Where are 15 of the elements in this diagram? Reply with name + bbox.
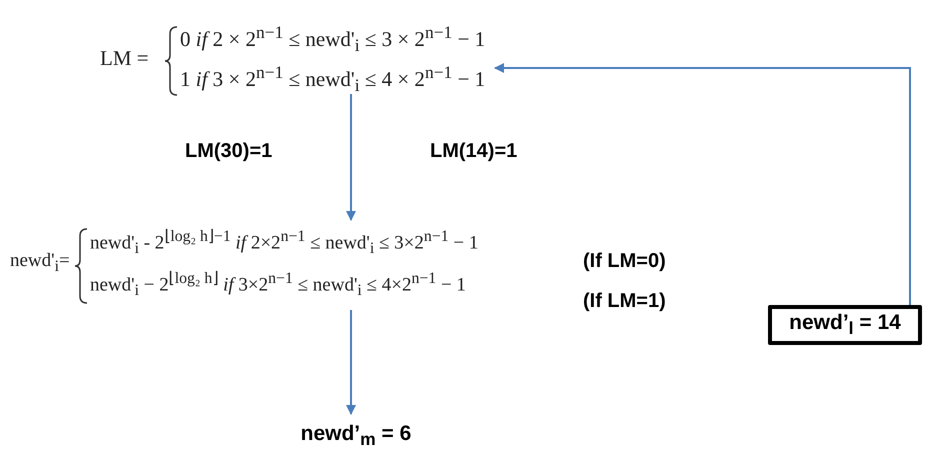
formula-case: 0 if 2 × 2$^{n−1}$ ≤ newd'$_{i}$ ≤ 3 × 2$^{n−1}$ − 1 bbox=[180, 22, 486, 56]
arrow bbox=[346, 310, 356, 415]
annotation-text: (If LM=0) bbox=[583, 250, 666, 273]
formula-lhs: LM = bbox=[100, 46, 149, 71]
annotation-text: LM(14)=1 bbox=[430, 140, 518, 163]
annotation-text: (If LM=1) bbox=[583, 290, 666, 313]
result-text: newd’$_{m}$ = 6 bbox=[286, 416, 426, 456]
formula-case: newd'$_{i}$ − 2$^{⌊log₂ h⌋}$ if 3×2$^{n−1}$ ≤ newd'$_{i}$ ≤ 4×2$^{n−1}$ − 1 bbox=[90, 269, 466, 300]
arrow bbox=[346, 94, 356, 221]
formula-lhs: newd'$_{i}$= bbox=[10, 250, 70, 276]
formula-case: newd'$_{i}$ - 2$^{⌊log₂ h⌋−1}$ if 2×2$^{n−1}$ ≤ newd'$_{i}$ ≤ 3×2$^{n−1}$ − 1 bbox=[90, 227, 478, 258]
value-box: newd’$_{l}$ = 14 bbox=[768, 305, 922, 345]
formula-case: 1 if 3 × 2$^{n−1}$ ≤ newd'$_{i}$ ≤ 4 × 2$^{n−1}$ − 1 bbox=[180, 62, 486, 96]
arrow bbox=[494, 63, 911, 305]
annotation-text: LM(30)=1 bbox=[185, 140, 272, 163]
